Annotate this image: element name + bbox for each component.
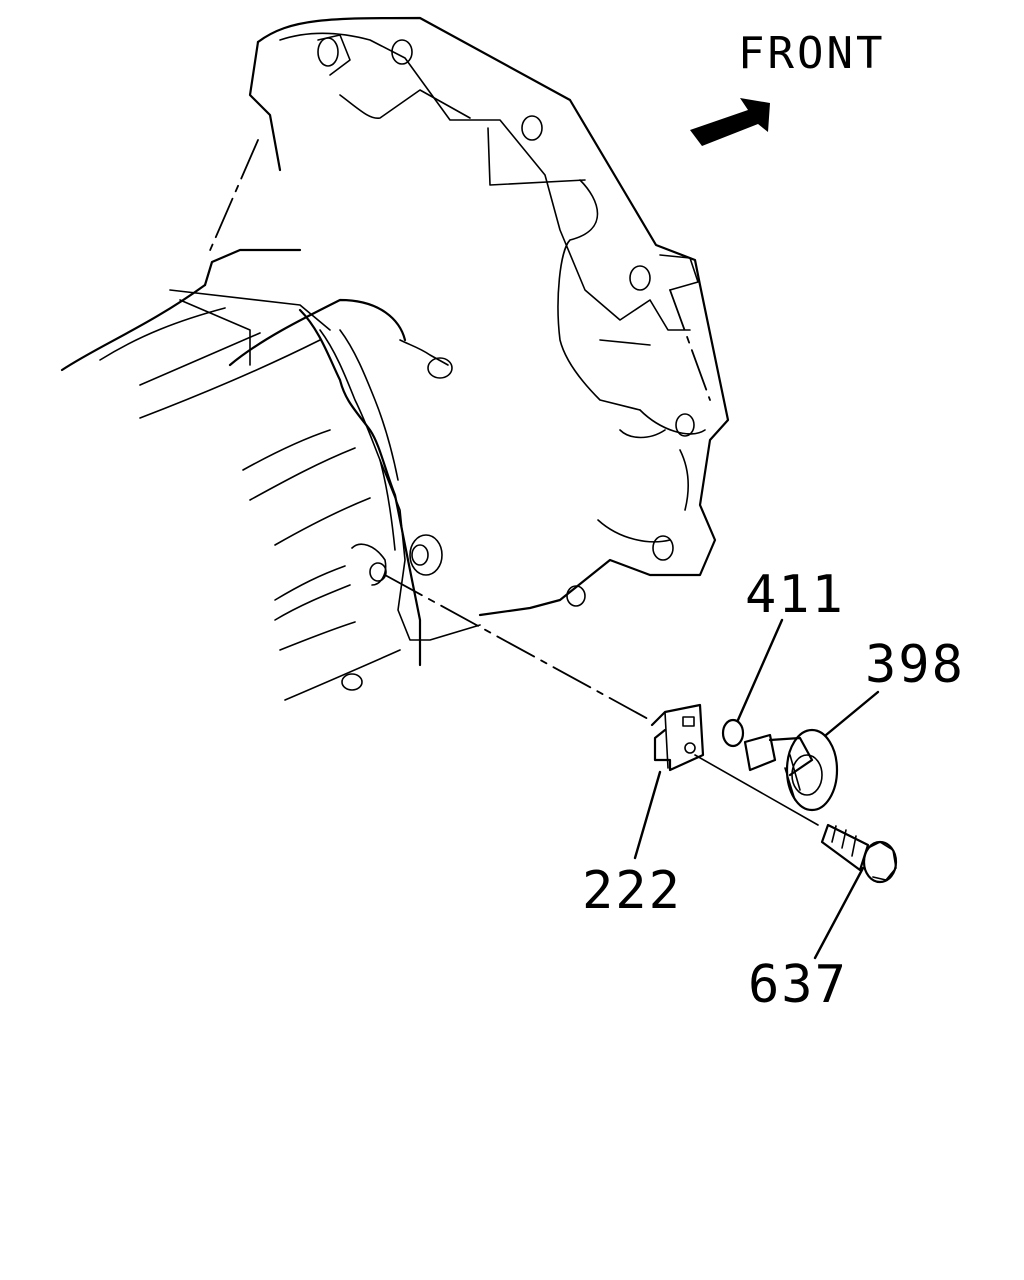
transmission-case <box>60 248 481 701</box>
front-arrow-icon <box>690 98 770 146</box>
o-ring-part <box>721 718 745 748</box>
callout-637: 637 <box>748 955 848 1015</box>
callout-398: 398 <box>865 635 965 695</box>
assembly-line <box>384 574 651 721</box>
bolt-part <box>820 823 898 884</box>
leader-222 <box>633 770 662 860</box>
leader-398 <box>824 690 880 737</box>
bracket-part <box>650 703 705 772</box>
leader-637 <box>813 866 865 960</box>
assembly-line-2 <box>694 754 819 826</box>
callout-222: 222 <box>582 861 682 921</box>
sensor-part <box>743 728 839 812</box>
front-label: FRONT <box>738 28 885 79</box>
callout-411: 411 <box>745 565 845 625</box>
leader-411 <box>736 618 784 722</box>
bell-housing <box>207 16 730 617</box>
